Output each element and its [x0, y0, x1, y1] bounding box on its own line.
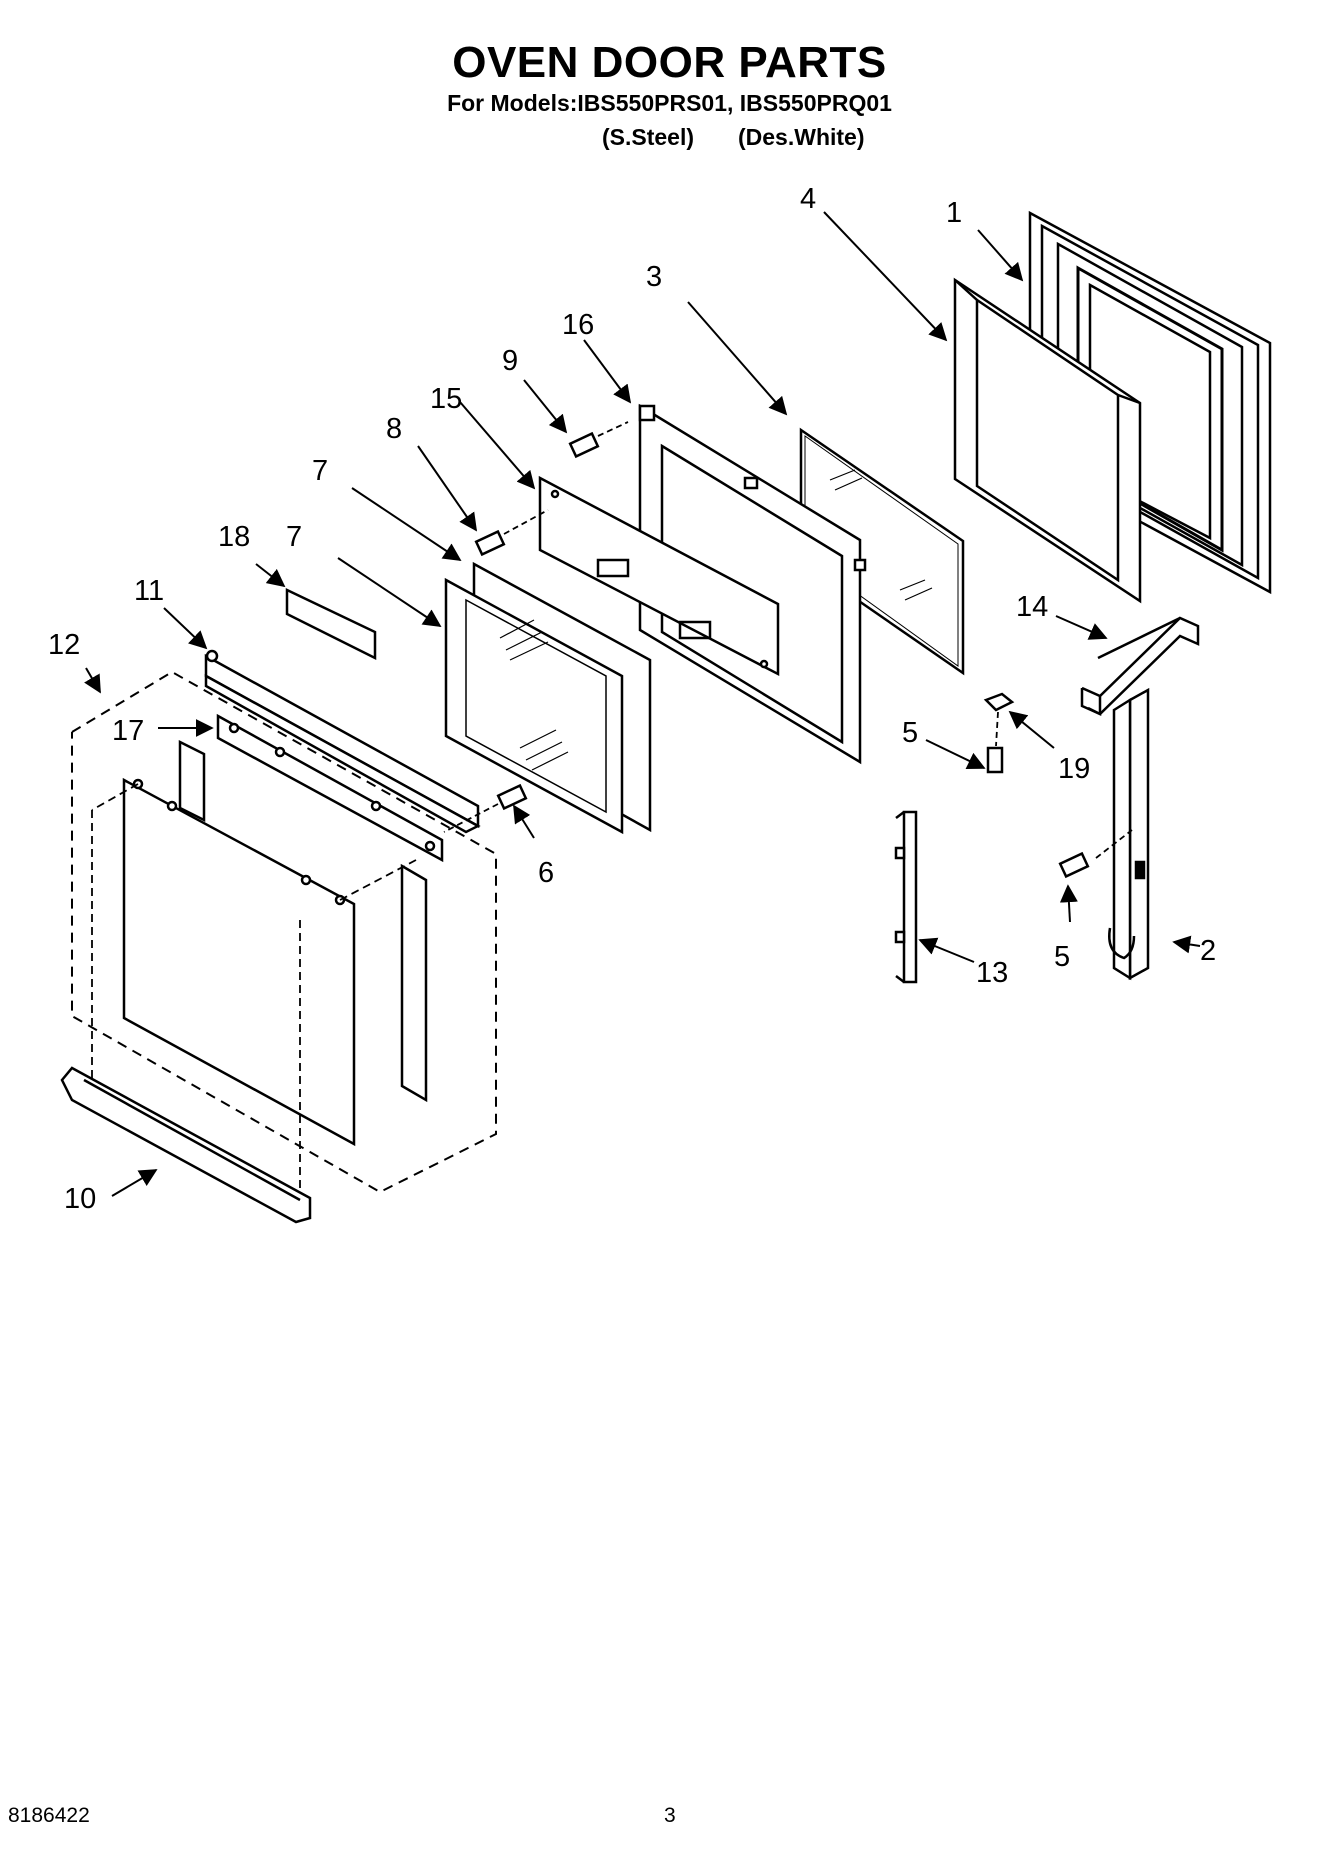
- callout-15: 15: [430, 383, 462, 415]
- leader-9: [523, 379, 568, 434]
- leader-10: [111, 1169, 158, 1197]
- callout-4: 4: [800, 183, 816, 215]
- part-5-screw-lower: [1058, 851, 1090, 879]
- part-18-small-bracket: [285, 588, 377, 661]
- callout-3: 3: [646, 261, 662, 293]
- part-13-door-rail: [894, 810, 918, 984]
- callout-5b: 5: [1054, 941, 1070, 973]
- page-number: 3: [664, 1804, 676, 1827]
- callout-numbers: 1 2 3 4 5 5 6 7 7 8 9 10 11 12 13 14 15 …: [48, 183, 1216, 1215]
- part-9-screw: [568, 421, 629, 459]
- leader-7b: [337, 557, 442, 627]
- leader-4: [823, 211, 948, 342]
- leader-3: [687, 301, 788, 416]
- part-4-door-gasket-frame: [953, 277, 1142, 604]
- model-numbers: For Models:IBS550PRS01, IBS550PRQ01: [447, 90, 892, 116]
- page-title: OVEN DOOR PARTS: [452, 38, 887, 87]
- part-6-screw: [443, 783, 528, 833]
- callout-2: 2: [1200, 935, 1216, 967]
- leader-13: [918, 937, 975, 963]
- callout-19: 19: [1058, 753, 1090, 785]
- leader-2: [1172, 935, 1201, 954]
- callout-7b: 7: [286, 521, 302, 553]
- leader-1: [977, 229, 1024, 282]
- leader-5b: [1059, 884, 1078, 923]
- callout-10: 10: [64, 1183, 96, 1215]
- callout-5a: 5: [902, 717, 918, 749]
- leader-5a: [925, 739, 986, 770]
- callout-13: 13: [976, 957, 1008, 989]
- callout-8: 8: [386, 413, 402, 445]
- part-19-clip: [983, 692, 1015, 747]
- part-2-hinge: [1095, 687, 1150, 981]
- outer-door-panel: [91, 777, 417, 1190]
- callout-9: 9: [502, 345, 518, 377]
- part-8-screw: [474, 509, 549, 557]
- callout-11: 11: [134, 575, 164, 607]
- callout-14: 14: [1016, 591, 1048, 623]
- part-11-top-trim: [204, 649, 481, 834]
- part-14-support-bracket: [1080, 616, 1200, 717]
- leader-19: [1008, 710, 1055, 749]
- leader-8: [417, 445, 478, 532]
- callout-6: 6: [538, 857, 554, 889]
- part-7-door-glass-panels: [444, 561, 652, 835]
- leader-14: [1055, 615, 1108, 640]
- leader-12: [84, 667, 101, 694]
- leader-18: [255, 563, 286, 588]
- callout-12: 12: [48, 629, 80, 661]
- callout-16: 16: [562, 309, 594, 341]
- callout-1: 1: [946, 197, 962, 229]
- leader-6: [513, 804, 535, 839]
- leader-lines: [84, 211, 1201, 1197]
- part-12-outer-door-assembly: [71, 670, 497, 1194]
- callout-17: 17: [112, 715, 144, 747]
- leader-11: [163, 607, 208, 650]
- part-17-spacer-strip: [216, 713, 444, 863]
- callout-7a: 7: [312, 455, 328, 487]
- part-10-bottom-trim: [60, 1066, 312, 1224]
- finish-label-white: (Des.White): [738, 124, 865, 150]
- document-number: 8186422: [8, 1804, 90, 1827]
- leader-15: [459, 401, 536, 490]
- leader-7a: [351, 487, 462, 561]
- door-side-strips: [178, 739, 428, 1103]
- part-15-door-plate: [538, 475, 780, 677]
- part-5-screw-upper: [986, 746, 1004, 774]
- finish-label-steel: (S.Steel): [602, 124, 695, 150]
- leader-16: [583, 339, 632, 404]
- callout-18: 18: [218, 521, 250, 553]
